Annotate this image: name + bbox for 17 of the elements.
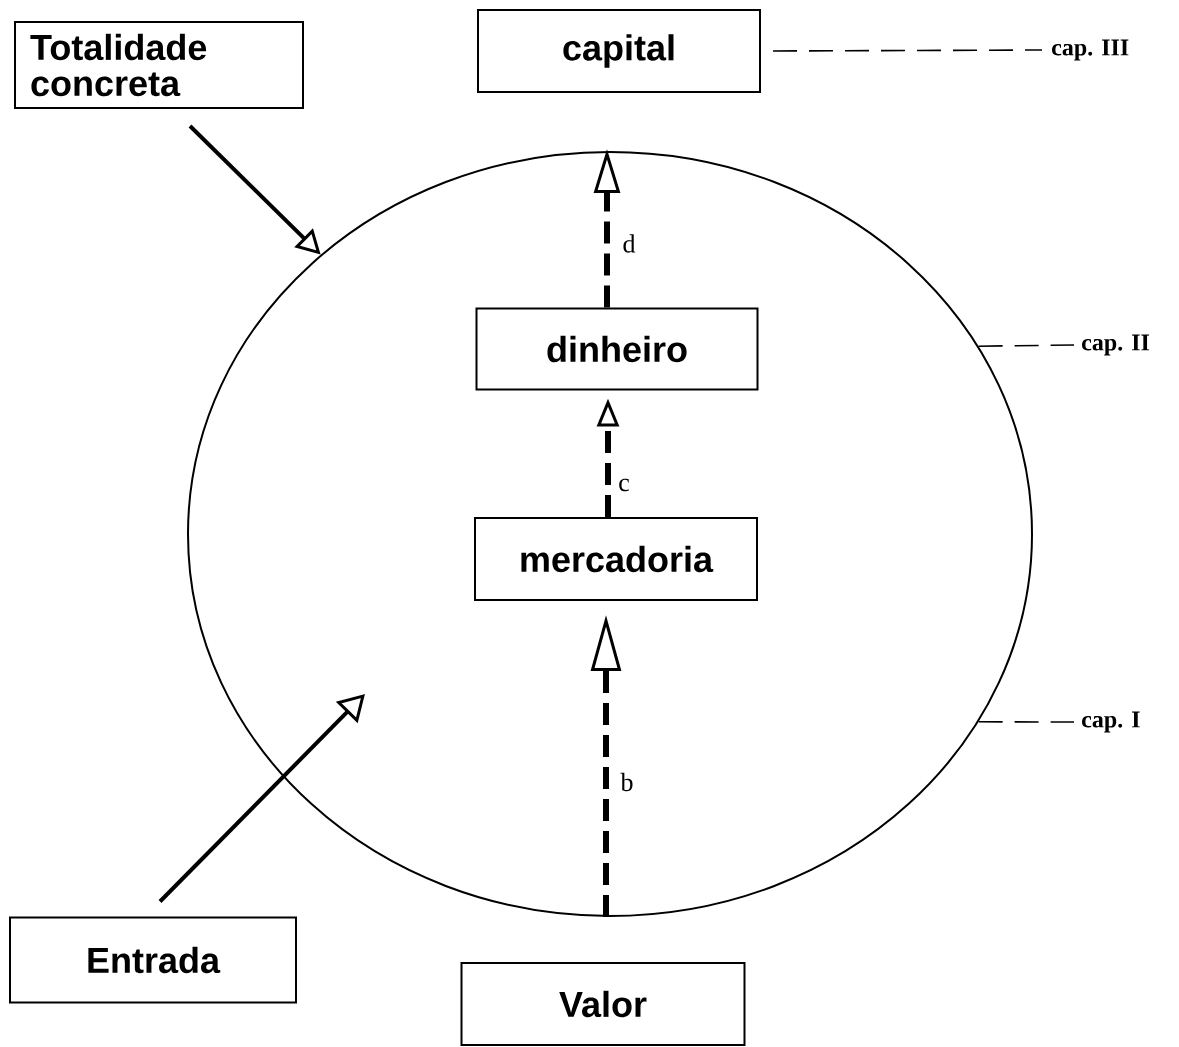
concept-box: Entrada	[9, 916, 297, 1004]
concept-box: dinheiro	[475, 307, 759, 391]
chapter-label: cap. II	[1082, 334, 1150, 356]
chapter-label: cap. I	[1082, 711, 1140, 733]
concept-box: capital	[477, 9, 761, 93]
edge-label: d	[621, 233, 637, 254]
chapter-label: cap. III	[1052, 39, 1129, 61]
edge-label: b	[619, 771, 635, 793]
concept-box: Totalidade concreta	[14, 21, 304, 109]
concept-box: mercadoria	[474, 517, 758, 601]
circle	[187, 151, 1033, 917]
concept-box: Valor	[460, 962, 746, 1046]
edge-label: c	[617, 477, 631, 493]
dashed-line	[977, 344, 1075, 347]
arrow	[158, 694, 365, 903]
dashed-line	[772, 49, 1043, 52]
dashed-line	[977, 721, 1075, 723]
